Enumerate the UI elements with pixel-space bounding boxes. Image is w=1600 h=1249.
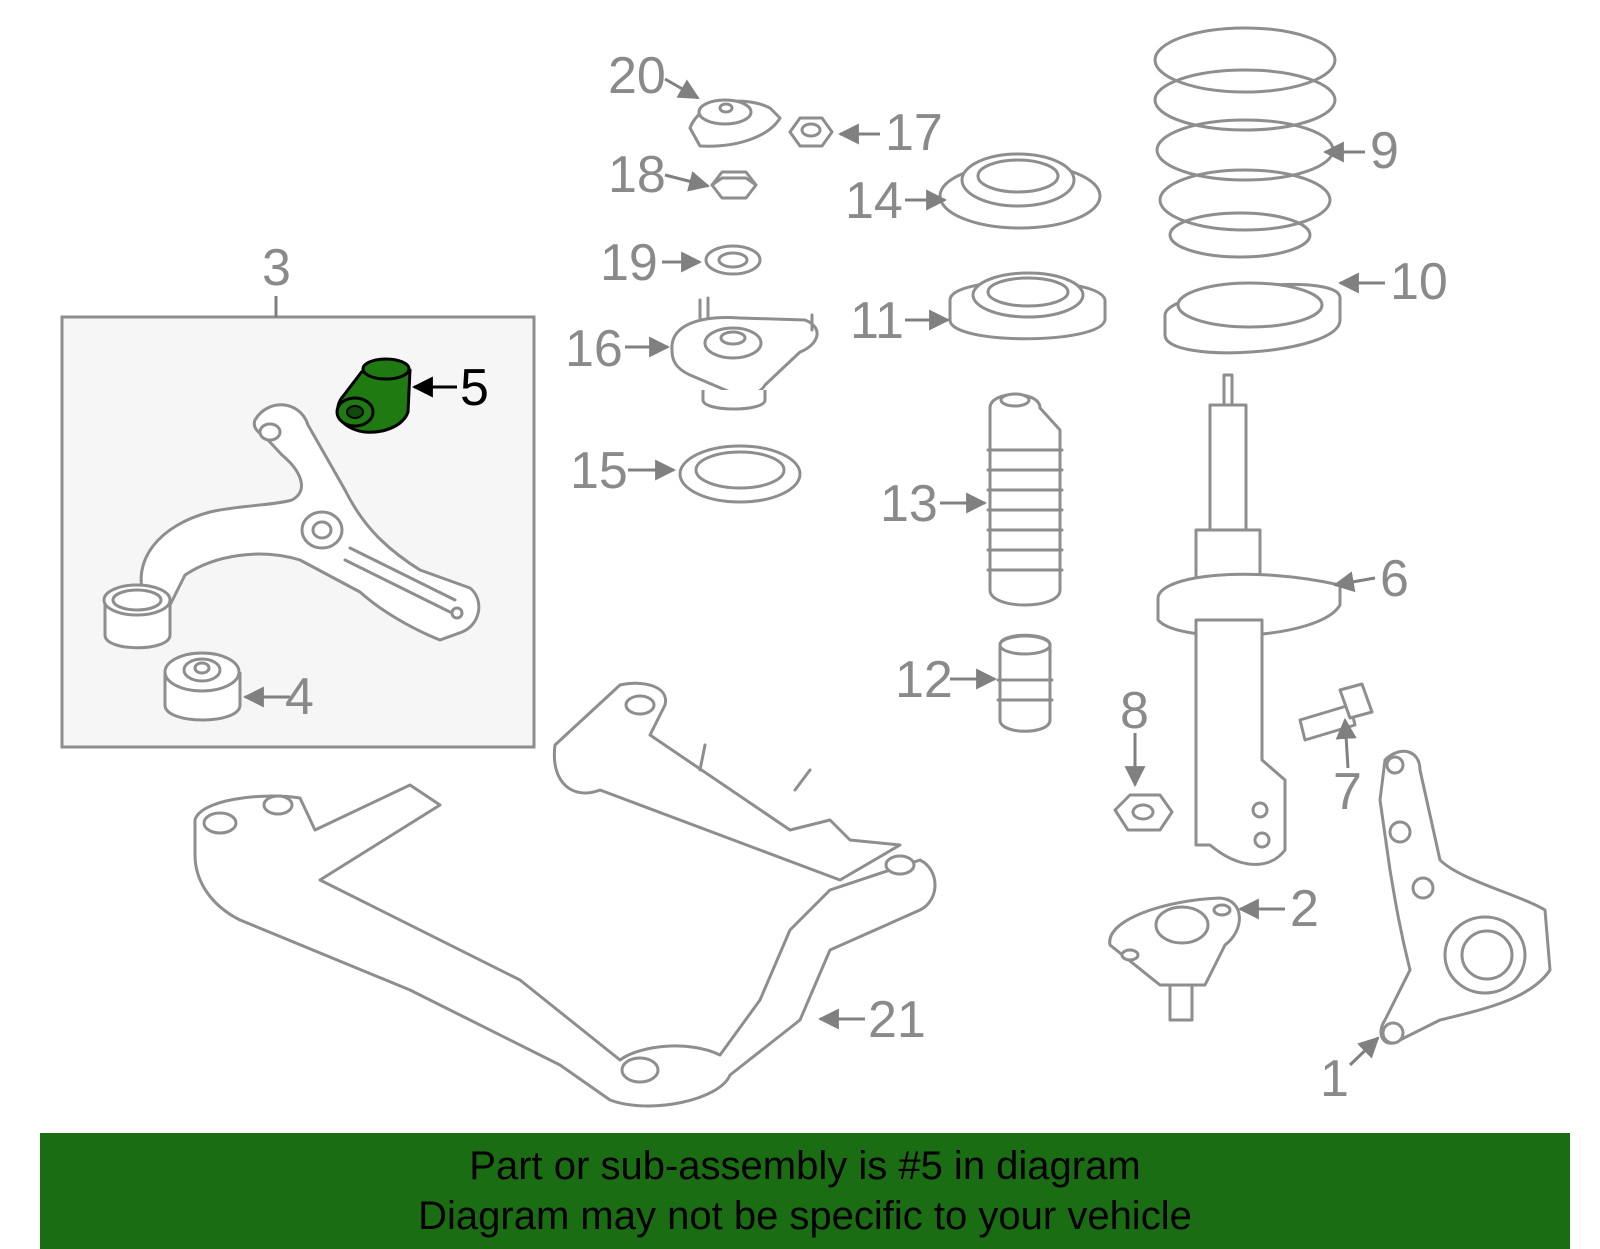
- callout-5: 5: [460, 359, 489, 417]
- spring-insulator[interactable]: [678, 444, 802, 504]
- callout-18: 18: [608, 146, 666, 204]
- dust-boot[interactable]: [986, 392, 1064, 607]
- bolt[interactable]: [1298, 682, 1374, 742]
- coil-spring[interactable]: [1153, 26, 1337, 259]
- callout-11: 11: [850, 292, 904, 350]
- callout-20: 20: [608, 47, 666, 105]
- strut-cap[interactable]: [688, 98, 782, 148]
- callout-1: 1: [1320, 1050, 1349, 1108]
- callout-13: 13: [880, 475, 938, 533]
- banner-line-1: Part or sub-assembly is #5 in diagram: [469, 1144, 1141, 1188]
- strut-mount[interactable]: [670, 296, 819, 411]
- callout-21: 21: [868, 991, 926, 1049]
- strut-bearing[interactable]: [948, 271, 1107, 341]
- callout-19: 19: [600, 234, 658, 292]
- callout-4: 4: [285, 668, 314, 726]
- strut-assembly[interactable]: [1156, 373, 1342, 866]
- upper-spring-seat[interactable]: [938, 152, 1102, 230]
- callout-12: 12: [895, 651, 953, 709]
- info-banner: Part or sub-assembly is #5 in diagram Di…: [40, 1133, 1570, 1249]
- flange-nut[interactable]: [788, 116, 834, 148]
- front-bushing-highlighted[interactable]: [335, 357, 412, 434]
- callout-10: 10: [1390, 253, 1448, 311]
- callout-14: 14: [845, 172, 903, 230]
- strut-nut[interactable]: [1113, 793, 1174, 832]
- leader-arrows: [242, 77, 1385, 1067]
- callout-7: 7: [1333, 763, 1362, 821]
- ball-joint[interactable]: [1108, 896, 1241, 1022]
- callout-17: 17: [885, 104, 943, 162]
- steering-knuckle[interactable]: [1378, 749, 1552, 1045]
- callout-16: 16: [565, 320, 623, 378]
- hex-nut[interactable]: [710, 170, 758, 200]
- subframe-crossmember[interactable]: [193, 681, 937, 1108]
- callout-labels: 20 17 18 19 16 15 14 11 13 12 9 10 6 8 7…: [262, 47, 1448, 1108]
- callout-6: 6: [1380, 550, 1409, 608]
- callout-2: 2: [1290, 880, 1319, 938]
- callout-3: 3: [262, 239, 291, 297]
- callout-9: 9: [1370, 122, 1399, 180]
- lower-spring-seat[interactable]: [1163, 281, 1342, 355]
- lower-control-arm[interactable]: [102, 403, 481, 650]
- bump-stop[interactable]: [996, 633, 1054, 733]
- washer[interactable]: [704, 244, 762, 276]
- rear-bushing[interactable]: [163, 651, 242, 722]
- callout-15: 15: [570, 442, 628, 500]
- banner-line-2: Diagram may not be specific to your vehi…: [418, 1194, 1192, 1238]
- callout-8: 8: [1120, 682, 1149, 740]
